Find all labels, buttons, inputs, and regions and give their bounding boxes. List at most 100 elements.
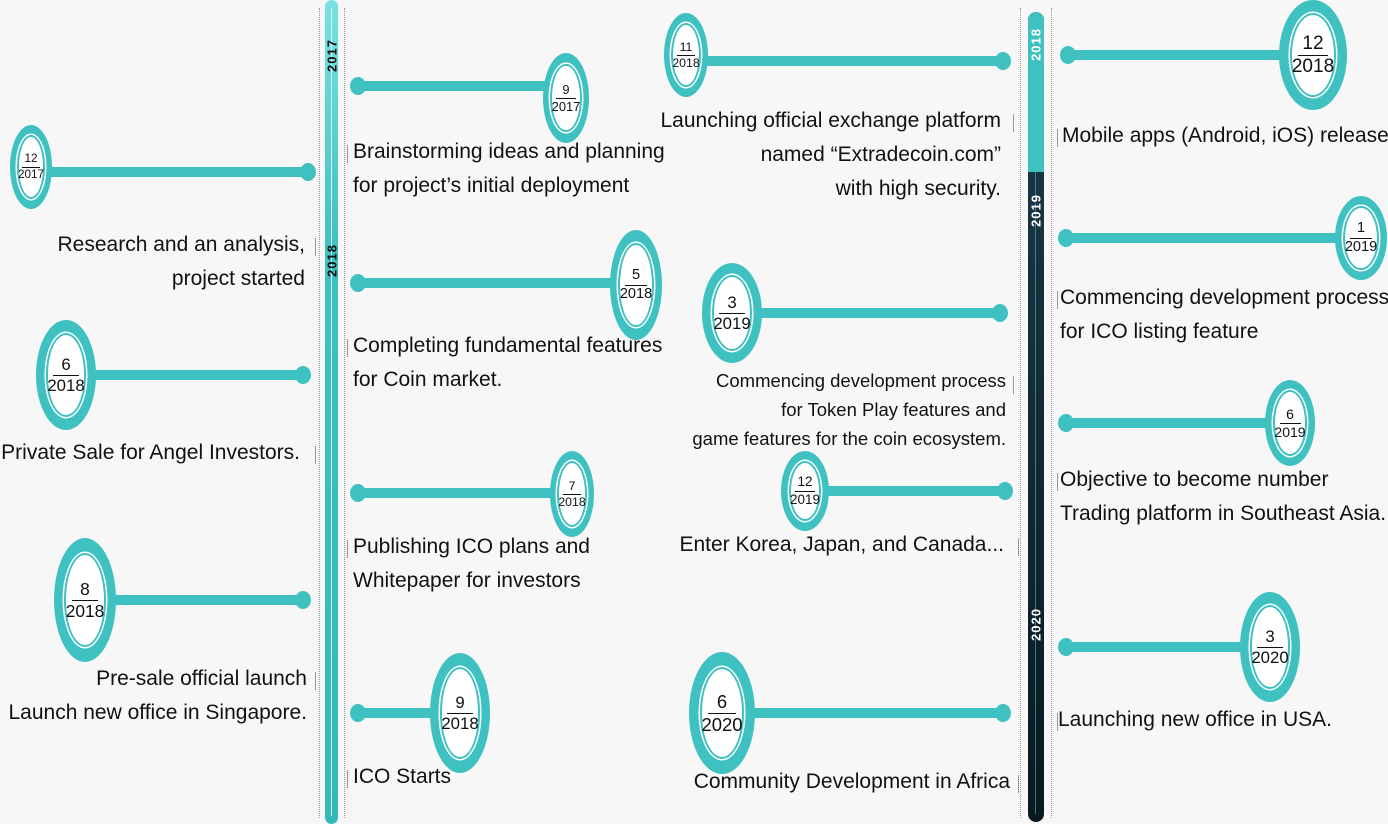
fraction-line [53,374,79,376]
milestone-description: Research and an analysis, project started [58,228,305,296]
text-marker [1057,713,1058,731]
description-line: Community Development in Africa [693,770,1010,793]
description-line: for project’s initial deployment [353,174,630,197]
year-label: 2020 [1028,608,1044,641]
milestone-description: Enter Korea, Japan, and Canada... [679,528,1004,562]
endpoint-dot [295,591,311,609]
description-line: project started [171,267,305,290]
date-month: 8 [80,579,90,600]
date-month: 6 [61,354,71,374]
description-line: named “Extradecoin.com” [760,143,1001,166]
milestone-description: Mobile apps (Android, iOS) released. [1062,119,1388,153]
description-line: Launch new office in Singapore. [8,701,308,724]
text-marker [347,145,348,163]
date-year: 2018 [672,55,700,70]
endpoint-dot [350,484,366,502]
date-year: 2019 [713,313,751,333]
connector-line [1068,50,1290,60]
guide-line [1051,8,1052,818]
text-marker [315,238,316,256]
text-marker [315,446,316,464]
description-line: for Token Play features and [781,399,1006,420]
date-year: 2019 [790,491,820,507]
fraction-line [676,54,696,56]
description-line: Commencing development process [1060,286,1388,309]
date-month: 5 [631,267,641,284]
description-line: Research and an analysis, [57,233,305,256]
fraction-line [719,312,745,314]
description-line: game features for the coin ecosystem. [692,428,1006,449]
description-line: with high security. [835,177,1001,200]
date-month: 1 [1356,220,1366,237]
description-line: Launching new office in USA. [1058,708,1332,731]
endpoint-dot [995,52,1011,70]
milestone-description: Private Sale for Angel Investors. [1,436,300,470]
date-year: 2020 [1251,647,1289,667]
endpoint-dot [995,704,1011,722]
date-year: 2018 [1291,55,1335,77]
date-month: 6 [716,691,728,713]
year-label: 2019 [1028,194,1044,227]
text-marker [1013,114,1014,132]
description-line: Publishing ICO plans and [353,535,590,558]
milestone-description: Completing fundamental features for Coin … [353,329,662,397]
description-line: Enter Korea, Japan, and Canada... [679,533,1004,556]
fraction-line [1298,54,1328,56]
fraction-line [1279,422,1301,424]
date-month: 6 [1286,405,1294,422]
endpoint-dot [1058,229,1074,247]
date-month: 7 [568,478,576,493]
description-line: Trading platform in Southeast Asia. [1060,502,1387,525]
fraction-line [1350,237,1372,239]
description-line: Pre-sale official launch [96,667,307,690]
fraction-line [556,97,576,99]
description-line: Mobile apps (Android, iOS) released. [1062,124,1388,147]
endpoint-dot [1058,638,1074,656]
connector-line [358,488,555,498]
connector-line [358,708,440,718]
milestone-description: Community Development in Africa [694,765,1010,799]
text-marker [347,770,348,788]
connector-line [1066,233,1345,243]
year-label: 2018 [1028,28,1044,61]
endpoint-dot [997,482,1013,500]
endpoint-dot [350,274,366,292]
date-month: 12 [1302,32,1324,54]
timeline-bar-left [325,0,338,824]
connector-line [80,370,303,380]
description-line: Completing fundamental features [353,334,663,357]
description-line: Brainstorming ideas and planning [353,140,665,163]
fraction-line [625,284,647,286]
year-label: 2018 [324,244,340,277]
connector-line [1066,642,1250,652]
description-line: Commencing development process [716,370,1006,391]
connector-line [740,708,1003,718]
text-marker [1057,473,1058,491]
date-month: 11 [679,39,693,54]
milestone-description: Commencing development process for Token … [692,366,1006,453]
fraction-line [562,493,582,495]
date-month: 9 [455,692,465,712]
date-year: 2017 [551,98,581,114]
description-line: for Coin market. [353,368,503,391]
text-marker [1057,129,1058,147]
connector-line [700,56,1003,66]
guide-line [344,8,345,818]
connector-line [1066,418,1275,428]
connector-line [750,308,1000,318]
